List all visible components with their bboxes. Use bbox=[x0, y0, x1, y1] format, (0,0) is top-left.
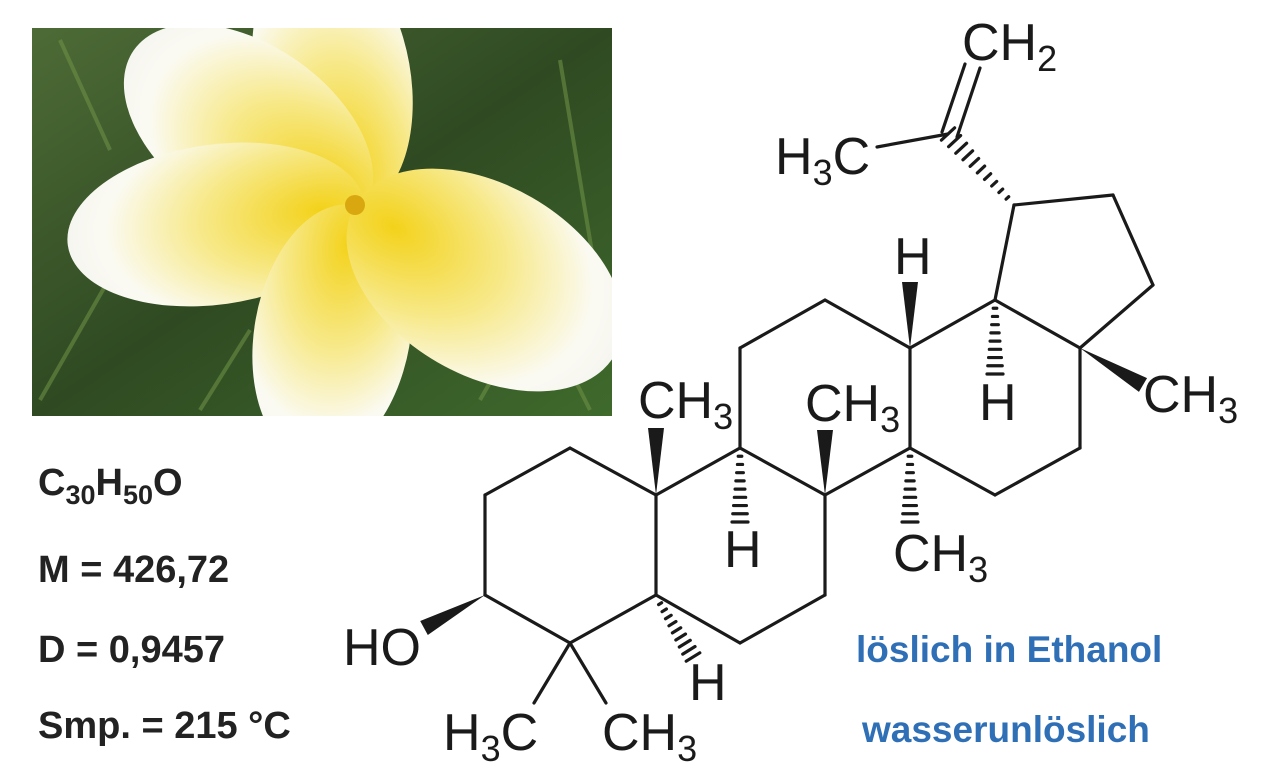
stereo-bonds bbox=[420, 126, 1148, 663]
bond-c16-c15 bbox=[993, 446, 1082, 497]
melting-point: Smp. = 215 °C bbox=[38, 705, 291, 747]
c4-methyl-right-label: CH3 bbox=[602, 704, 697, 769]
hash-c9-hydrogen bbox=[730, 454, 750, 524]
wedge-c10-methyl bbox=[648, 428, 664, 495]
methylene-label: CH2 bbox=[962, 14, 1057, 79]
c4-methyl-left-label: H3C bbox=[443, 704, 538, 769]
bond-c4-me4b bbox=[568, 641, 608, 705]
bond-c10-c1 bbox=[568, 446, 658, 497]
bond-c18-c17 bbox=[993, 298, 1082, 350]
bond-c15-c14 bbox=[908, 446, 997, 497]
flower-photo bbox=[32, 28, 612, 416]
hash-line bbox=[990, 179, 999, 188]
hash-line bbox=[946, 133, 963, 149]
hash-line bbox=[961, 149, 975, 162]
skeletal-bonds bbox=[483, 62, 1155, 705]
c8-methyl-label: CH3 bbox=[805, 375, 900, 440]
hash-line bbox=[681, 644, 697, 656]
hash-line bbox=[1004, 195, 1011, 201]
hash-line bbox=[939, 126, 957, 142]
hash-c18-hydrogen bbox=[985, 306, 1005, 376]
isopropenyl-methyl-label: H3C bbox=[775, 128, 870, 193]
bond-c3-c4 bbox=[483, 593, 572, 645]
hash-line bbox=[968, 156, 981, 168]
double-bond-line bbox=[955, 66, 982, 139]
hash-c5-hydrogen bbox=[656, 601, 702, 663]
bond-c19-c20 bbox=[1012, 193, 1115, 207]
bond-c13-c18 bbox=[908, 298, 997, 350]
hash-line bbox=[656, 601, 664, 607]
hash-line bbox=[663, 613, 673, 621]
bond-c20-c21 bbox=[1111, 193, 1155, 287]
hash-c19-isopropenyl bbox=[939, 126, 1011, 201]
petal bbox=[346, 168, 612, 392]
bond-cv-mev bbox=[875, 132, 950, 149]
bond-c10-c9 bbox=[654, 446, 742, 497]
wedge-c3-hydroxyl bbox=[420, 595, 485, 636]
c14-methyl-label: CH3 bbox=[893, 525, 988, 590]
bond-c4-me4a bbox=[532, 641, 572, 705]
c17-methyl-label: CH3 bbox=[1143, 366, 1238, 431]
bond-c11-c12 bbox=[738, 298, 827, 350]
bond-c9-c8 bbox=[738, 446, 827, 497]
solubility-water: wasserunlöslich bbox=[861, 709, 1150, 750]
bond-c6-c5 bbox=[654, 593, 742, 645]
hash-line bbox=[997, 187, 1005, 195]
hash-line bbox=[667, 619, 678, 628]
hash-line bbox=[684, 651, 702, 663]
bond-c14-c8 bbox=[823, 446, 912, 497]
hash-line bbox=[982, 172, 993, 182]
hash-line bbox=[954, 141, 969, 155]
hash-line bbox=[975, 164, 987, 175]
bond-c4-c5 bbox=[568, 593, 658, 645]
density: D = 0,9457 bbox=[38, 629, 225, 671]
c10-methyl-label: CH3 bbox=[638, 372, 733, 437]
hash-c14-methyl bbox=[900, 454, 920, 524]
hash-line bbox=[660, 607, 668, 614]
c9-hydrogen-label: H bbox=[724, 521, 762, 579]
bond-c18-c19 bbox=[993, 203, 1016, 302]
bond-c21-c17 bbox=[1078, 283, 1155, 350]
hydroxyl-label: HO bbox=[343, 619, 421, 677]
bond-c12-c13 bbox=[823, 298, 912, 350]
hash-line bbox=[674, 632, 688, 642]
solubility-ethanol: löslich in Ethanol bbox=[856, 629, 1162, 670]
molar-mass: M = 426,72 bbox=[38, 549, 229, 591]
hash-line bbox=[677, 638, 692, 649]
c18-hydrogen-label: H bbox=[979, 374, 1017, 432]
wedge-c13-hydrogen bbox=[902, 282, 918, 348]
bond-c7-c6 bbox=[738, 593, 827, 645]
wedge-c8-methyl bbox=[817, 430, 833, 495]
wedge-c17-methyl bbox=[1080, 348, 1148, 392]
c5-hydrogen-label: H bbox=[689, 654, 727, 712]
hash-line bbox=[670, 626, 683, 635]
bond-c1-c2 bbox=[483, 446, 572, 497]
double-bond-line bbox=[940, 62, 967, 134]
molecular-formula: C30H50O bbox=[38, 462, 183, 510]
atom-labels: HO H3C CH3 CH3 CH3 CH3 CH3 H H H H H3C C… bbox=[343, 14, 1238, 769]
c13-hydrogen-label: H bbox=[894, 228, 932, 286]
